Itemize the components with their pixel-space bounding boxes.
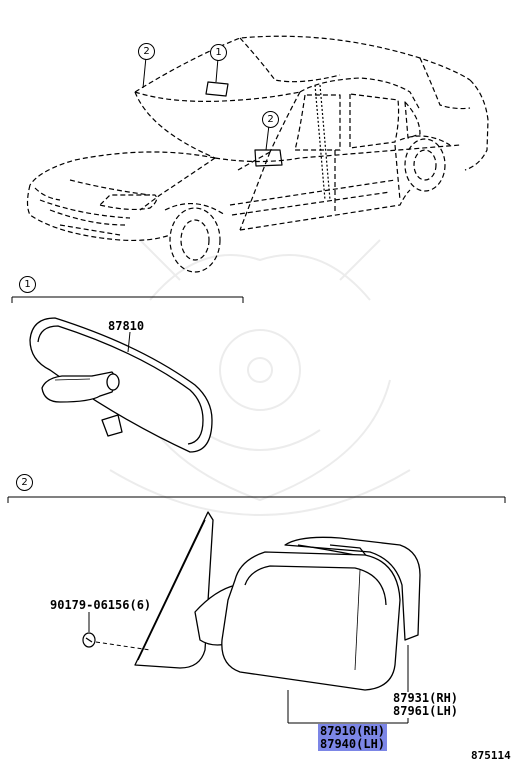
section-2-label: 2 xyxy=(16,474,33,491)
lower-leaders xyxy=(287,645,409,724)
outer-mirror-assembly xyxy=(134,511,421,691)
section-1-label: 1 xyxy=(19,276,36,293)
part-87931-label: 87931(RH) xyxy=(393,691,459,705)
screw-leaders xyxy=(88,612,151,651)
section-2-bracket xyxy=(7,496,506,503)
callout-2-car-left: 2 xyxy=(138,43,155,60)
callout-2-car-right: 2 xyxy=(262,111,279,128)
part-87910-highlight[interactable]: 87910(RH) xyxy=(318,724,388,738)
part-87940-highlight[interactable]: 87940(LH) xyxy=(318,737,388,751)
leader-87810 xyxy=(127,331,131,353)
part-87940-label[interactable]: 87940(LH) xyxy=(318,737,388,751)
part-87810-label: 87810 xyxy=(108,319,145,333)
section-1-bracket xyxy=(11,296,244,303)
figure-number: 875114 xyxy=(471,749,511,762)
callout-1-car: 1 xyxy=(210,44,227,61)
car-callout-leaders xyxy=(142,56,270,151)
part-90179-label: 90179-06156(6) xyxy=(50,598,152,612)
part-87961-label: 87961(LH) xyxy=(393,704,459,718)
screw-90179 xyxy=(82,632,96,648)
inner-rear-view-mirror xyxy=(29,317,213,453)
car-illustration xyxy=(26,35,489,273)
part-87910-label[interactable]: 87910(RH) xyxy=(318,724,388,738)
